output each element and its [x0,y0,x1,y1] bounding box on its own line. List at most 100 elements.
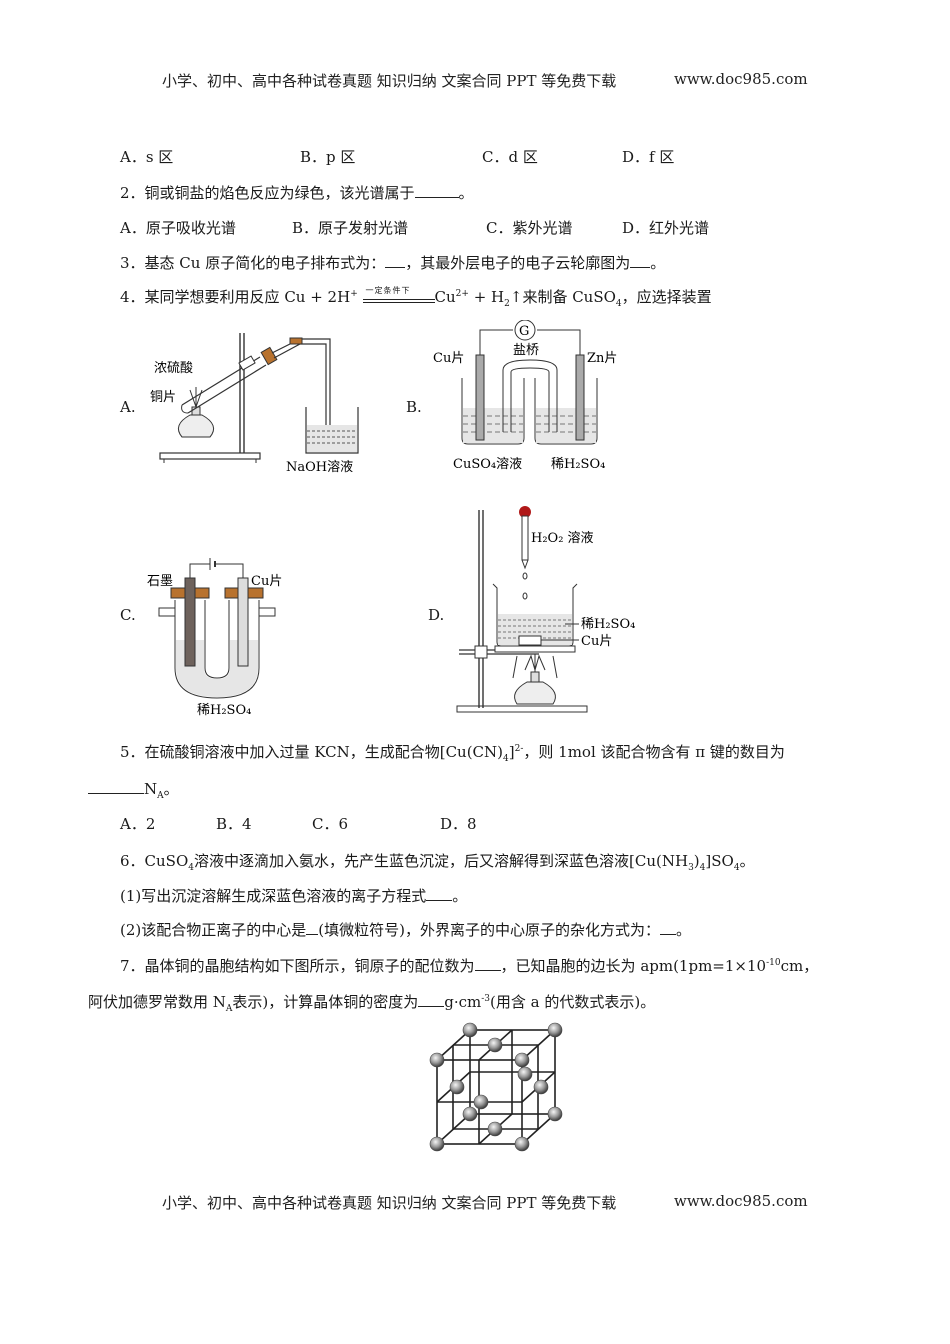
apparatus-d-diagram: H₂O₂ 溶液 稀H₂SO₄ Cu片 [456,506,635,713]
apparatus-a-label: A. [120,398,136,416]
apparatus-d-label: D. [428,606,445,624]
q4-product-cu: Cu [434,288,456,306]
label-cu-piece-d: Cu片 [581,634,612,649]
question-4-stem: 4．某同学想要利用反应 Cu + 2H+ 一定条件下 Cu2+ + H2↑来制备… [120,286,712,309]
q5-unit: N [144,780,158,798]
gas-up-arrow-icon: ↑ [509,288,523,306]
q6-stem-a: 6．CuSO [120,852,189,870]
question-5-stem: 5．在硫酸铜溶液中加入过量 KCN，生成配合物[Cu(CN)4]2-，则 1mo… [120,741,785,764]
label-cu-electrode: Cu片 [433,351,464,366]
q6-sub2-blank-2[interactable] [659,920,676,935]
label-graphite: 石墨 [147,574,173,589]
question-6-stem: 6．CuSO4溶液中逐滴加入氨水，先产生蓝色沉淀，后又溶解得到深蓝色溶液[Cu(… [120,850,755,873]
label-dilute-h2so4-d: 稀H₂SO₄ [581,617,635,632]
q6-sub1-text: (1)写出沉淀溶解生成深蓝色溶液的离子方程式 [120,887,427,905]
question-6-sub2: (2)该配合物正离子的中心是(填微粒符号)，外界离子的中心原子的杂化方式为：。 [120,919,691,940]
q1-option-d: D．f 区 [622,148,675,166]
q7-line2-c: g·cm [444,993,482,1011]
q6-stem-b: 溶液中逐滴加入氨水，先产生蓝色沉淀，后又溶解得到深蓝色溶液[Cu(NH [194,852,689,870]
q2-answer-blank[interactable] [414,183,459,198]
label-naoh-solution: NaOH溶液 [286,460,353,475]
q7-line2-sub: A [225,1004,233,1014]
q7-line2-b: 表示)，计算晶体铜的密度为 [232,993,419,1011]
q5-option-d: D．8 [440,815,477,833]
apparatus-b-label: B. [406,398,422,416]
q6-stem-end: 。 [739,852,755,870]
q2-option-c: C．紫外光谱 [486,219,573,237]
q7-line1-c: cm， [780,957,819,975]
q6-sub2-blank-1[interactable] [306,920,319,935]
q5-option-c: C．6 [312,815,349,833]
label-cu-electrode-c: Cu片 [251,574,282,589]
label-dilute-h2so4-c: 稀H₂SO₄ [197,703,251,718]
label-salt-bridge: 盐桥 [513,343,539,358]
q4-tail: 来制备 CuSO [522,288,616,306]
page-footer: 小学、初中、高中各种试卷真题 知识归纳 文案合同 PPT 等免费下载 www.d… [162,1192,808,1213]
q5-charge: 2- [514,744,524,754]
q5-option-a: A．2 [120,815,156,833]
label-cuso4-solution: CuSO₄溶液 [453,457,522,472]
q5-sub: 4 [503,754,509,764]
fcc-unit-cell-diagram [429,1022,563,1152]
q6-sub1-blank[interactable] [426,886,453,901]
apparatus-a-diagram: 浓硫酸 铜片 NaOH溶液 [150,333,359,475]
label-copper-piece: 铜片 [150,390,176,405]
q7-line2-a: 阿伏加德罗常数用 N [88,993,226,1011]
q4-h-charge: + [350,289,358,299]
q7-blank-density[interactable] [418,992,445,1007]
reaction-condition-arrow: 一定条件下 [362,286,435,306]
q6-sub4: 4 [733,863,740,873]
header-text: 小学、初中、高中各种试卷真题 知识归纳 文案合同 PPT 等免费下载 [162,72,617,90]
q4-h2-sub: 2 [504,299,510,309]
footer-text: 小学、初中、高中各种试卷真题 知识归纳 文案合同 PPT 等免费下载 [162,1194,617,1212]
question-3-stem: 3．基态 Cu 原子简化的电子排布式为： ，其最外层电子的电子云轮廓图为 。 [120,252,665,273]
apparatus-c-diagram: 石墨 Cu片 稀H₂SO₄ [147,558,282,718]
label-h2o2-solution: H₂O₂ 溶液 [531,531,594,546]
q3-blank-1[interactable] [385,253,406,268]
q7-exp1: -10 [766,958,781,968]
q2-stem-text: 2．铜或铜盐的焰色反应为绿色，该光谱属于 [120,184,415,202]
q2-option-a: A．原子吸收光谱 [120,219,236,237]
reaction-condition-text: 一定条件下 [365,286,411,295]
q6-sub3: 4 [699,863,706,873]
q7-blank-coordination[interactable] [474,956,501,971]
q2-option-d: D．红外光谱 [622,219,710,237]
header-site-link[interactable]: www.doc985.com [674,70,808,88]
q5-end: 。 [163,780,179,798]
q2-option-b: B．原子发射光谱 [292,219,409,237]
q6-sub1: 4 [188,863,194,873]
q4-end: ，应选择装置 [621,288,712,306]
q3-blank-2[interactable] [630,253,651,268]
question-5-answer-line: NA。 [88,778,179,801]
q6-sub1-end: 。 [452,887,468,905]
q7-line1-a: 7．晶体铜的晶胞结构如下图所示，铜原子的配位数为 [120,957,475,975]
page-header: 小学、初中、高中各种试卷真题 知识归纳 文案合同 PPT 等免费下载 www.d… [162,70,808,91]
q1-option-b: B．p 区 [300,148,356,166]
question-7-line1: 7．晶体铜的晶胞结构如下图所示，铜原子的配位数为 ，已知晶胞的边长为 apm(1p… [120,955,818,976]
q3-part2: ，其最外层电子的电子云轮廓图为 [405,254,631,272]
q1-option-c: C．d 区 [482,148,538,166]
q5-answer-blank[interactable] [88,779,144,794]
q3-part1: 3．基态 Cu 原子简化的电子排布式为： [120,254,386,272]
apparatus-b-diagram: G Cu片 盐桥 Zn片 CuSO₄溶液 稀H₂SO₄ [433,320,617,472]
galvanometer-label: G [519,324,529,339]
q6-sub2: 3 [688,863,694,873]
q4-stem: 4．某同学想要利用反应 Cu + 2H [120,288,351,306]
q5-stem: 5．在硫酸铜溶液中加入过量 KCN，生成配合物[Cu(CN) [120,743,504,761]
question-2-stem: 2．铜或铜盐的焰色反应为绿色，该光谱属于。 [120,182,474,203]
q6-stem-d: ]SO [705,852,734,870]
q5-unit-sub: A [157,791,164,801]
q4-tail-sub: 4 [615,299,622,309]
question-6-sub1: (1)写出沉淀溶解生成深蓝色溶液的离子方程式 。 [120,885,467,906]
q4-cu-charge: 2+ [455,289,469,299]
footer-site-link[interactable]: www.doc985.com [674,1192,808,1210]
q5-bracket: ] [508,743,515,761]
q5-option-b: B．4 [216,815,252,833]
q3-end: 。 [650,254,666,272]
q4-product-h2: + H [468,288,505,306]
label-dilute-h2so4: 稀H₂SO₄ [551,457,605,472]
q7-exp2: -3 [481,994,491,1004]
q6-sub2-end: 。 [675,921,691,939]
q6-stem-c: ) [693,852,700,870]
q7-line1-b: ，已知晶胞的边长为 apm(1pm=1×10 [500,957,767,975]
